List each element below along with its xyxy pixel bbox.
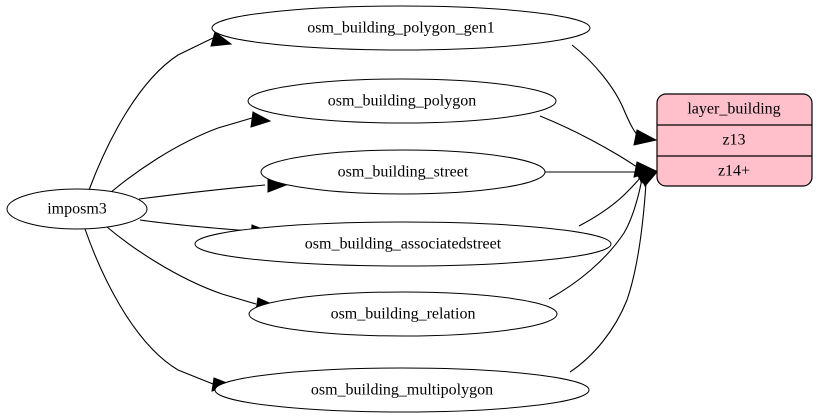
record-row-z14plus-label: z14+ (718, 163, 750, 180)
node-label: osm_building_street (338, 164, 469, 181)
edge-line (106, 226, 257, 305)
node-label: osm_building_relation (331, 306, 476, 323)
edge-line (84, 228, 214, 385)
edge-imposm3-to-osm_building_polygon_gen1 (88, 31, 233, 191)
edge-group-tables-to-layer (539, 44, 659, 373)
node-shape-ellipse (248, 291, 558, 337)
edge-line (88, 37, 214, 191)
node-imposm3[interactable]: imposm3 (6, 188, 148, 230)
node-osm_building_street[interactable]: osm_building_street (260, 149, 546, 195)
edge-line (569, 182, 647, 373)
node-label: osm_building_polygon (328, 93, 476, 110)
edge-imposm3-to-osm_building_polygon (109, 111, 272, 194)
edge-line (539, 115, 641, 170)
edge-line (109, 117, 253, 194)
edge-imposm3-to-osm_building_multipolygon (84, 228, 234, 392)
node-shape-ellipse (214, 367, 590, 413)
node-layer_building[interactable]: layer_building z13 z14+ (656, 93, 813, 187)
node-osm_building_associatedstreet[interactable]: osm_building_associatedstreet (194, 221, 612, 267)
edge-osm_building_multipolygon-to-layer_building-z14 (569, 171, 659, 373)
edge-line (139, 219, 251, 232)
record-row-header-label: layer_building (687, 101, 780, 118)
arrow-head-icon (638, 171, 659, 187)
arrow-head-icon (250, 111, 272, 128)
node-label: osm_building_polygon_gen1 (307, 20, 495, 37)
node-label: osm_building_multipolygon (311, 382, 493, 399)
record-box-background (656, 93, 813, 187)
edge-line (578, 175, 643, 227)
node-label: osm_building_associatedstreet (305, 236, 502, 253)
record-row-z13-label: z13 (722, 132, 745, 149)
arrow-head-icon (210, 31, 233, 47)
edge-osm_building_polygon_gen1-to-layer_building-z13 (571, 44, 658, 146)
node-osm_building_relation[interactable]: osm_building_relation (248, 291, 558, 337)
edge-line (138, 184, 266, 200)
node-shape-ellipse (6, 188, 148, 230)
node-shape-ellipse (211, 5, 591, 51)
arrow-head-icon (633, 129, 658, 146)
node-osm_building_polygon_gen1[interactable]: osm_building_polygon_gen1 (211, 5, 591, 51)
node-label: imposm3 (47, 201, 107, 218)
edge-imposm3-to-osm_building_street (138, 178, 288, 200)
node-shape-ellipse (194, 221, 612, 267)
node-osm_building_polygon[interactable]: osm_building_polygon (247, 78, 557, 124)
edge-line (571, 44, 641, 139)
node-shape-ellipse (260, 149, 546, 195)
node-shape-ellipse (247, 78, 557, 124)
node-osm_building_multipolygon[interactable]: osm_building_multipolygon (214, 367, 590, 413)
edge-line (548, 178, 643, 300)
